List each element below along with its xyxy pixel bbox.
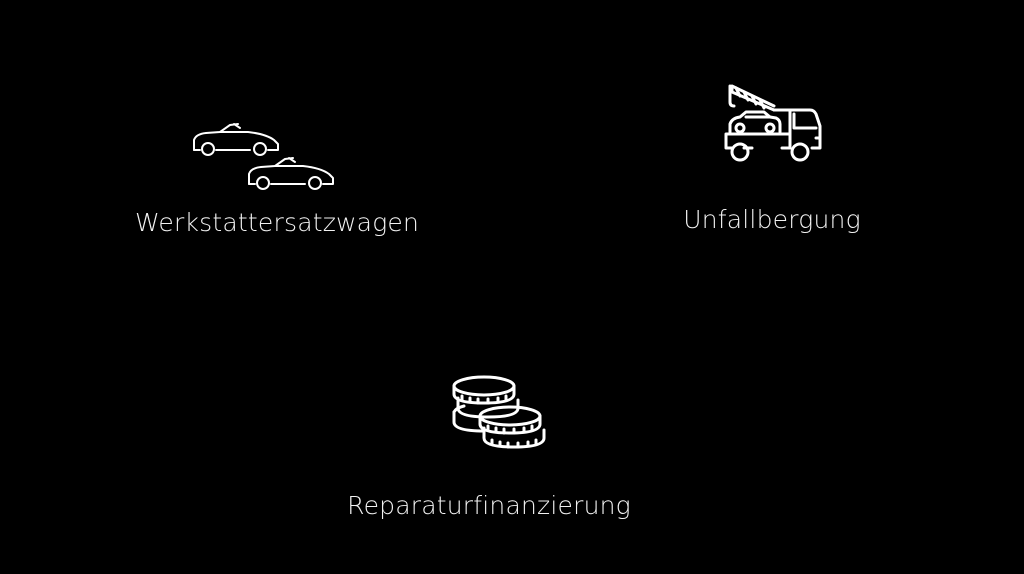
- service-label: Reparaturfinanzierung: [347, 491, 631, 520]
- coin-stacks-icon: [452, 375, 546, 449]
- service-label: Werkstattersatzwagen: [134, 208, 420, 237]
- service-label: Unfallbergung: [683, 205, 861, 234]
- tow-truck-icon: [724, 84, 822, 162]
- two-cars-icon: [193, 123, 334, 190]
